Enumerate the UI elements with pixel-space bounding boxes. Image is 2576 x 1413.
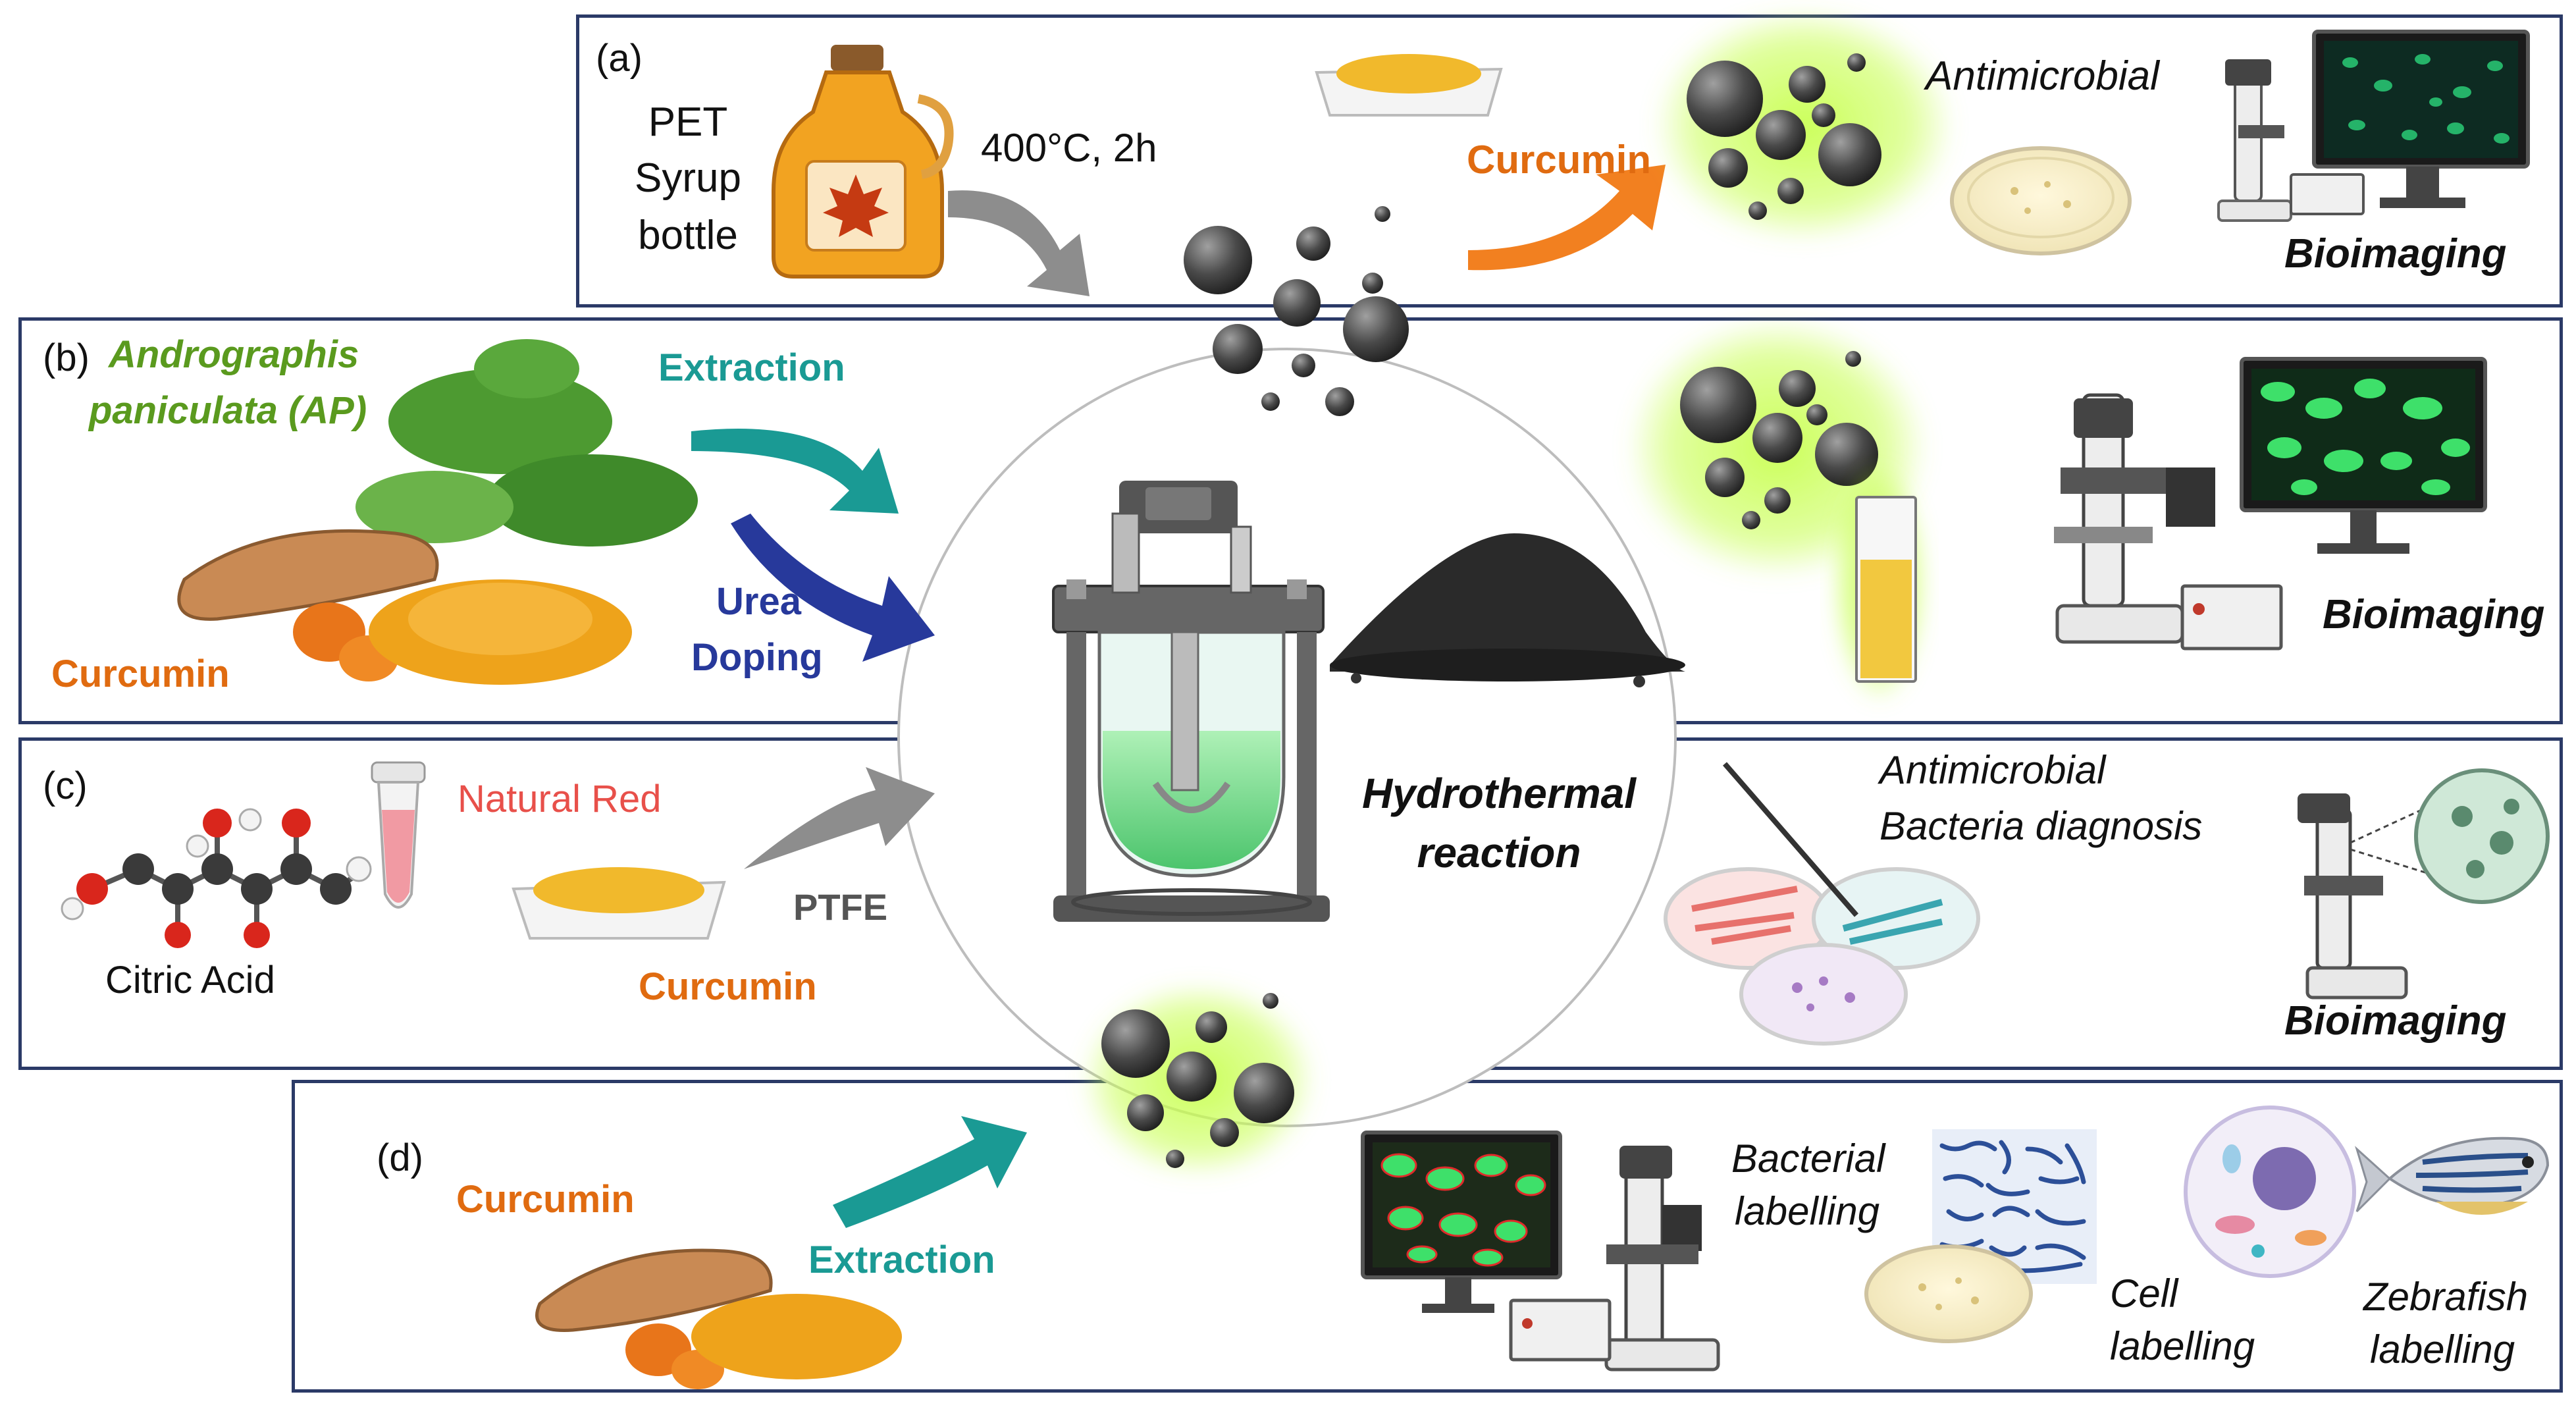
microscope-icon-d [1509,1146,1720,1372]
hydrothermal-label-line2: reaction [1417,829,1581,876]
citric-acid-molecule-icon [61,808,372,948]
microscope-icon-b [2054,393,2283,651]
petri-dish-icon-a [1950,146,2132,255]
hydrothermal-reactor-icon [1052,481,1330,922]
urea-label: Urea [716,580,801,623]
turmeric-root-icon-d [535,1248,902,1389]
bioimaging-label-c: Bioimaging [2284,998,2507,1044]
natural-red-label: Natural Red [458,778,662,820]
pet-label-line2: Syrup [635,155,741,201]
orange-arrow-a [1468,165,1666,271]
bacteria-image-icon [1932,1129,2097,1284]
natural-red-tube-icon [371,761,426,909]
bioimaging-label-b: Bioimaging [2323,592,2545,637]
extraction-label-b: Extraction [658,346,845,389]
monitor-icon-a [2312,30,2530,208]
bacteria-diagnosis-label: Bacteria diagnosis [1879,804,2203,848]
zebrafish-icon [2355,1136,2550,1215]
hydrothermal-label-line1: Hydrothermal [1361,770,1637,817]
cuvette-icon [1830,461,1929,705]
doping-label: Doping [691,636,823,679]
glowing-dots-a [1652,7,1955,244]
syrup-bottle-icon [772,45,954,279]
bioimaging-label-a: Bioimaging [2284,231,2507,277]
extraction-label-d: Extraction [808,1239,995,1281]
plant-label-line1: Andrographis [109,333,359,376]
zebrafish-labelling-line1: Zebrafish [2363,1275,2529,1319]
andrographis-plant-icon [355,339,698,547]
ptfe-label: PTFE [793,886,888,928]
cell-labelling-line1: Cell [2110,1271,2178,1316]
bacterial-labelling-line2: labelling [1735,1189,1880,1233]
temperature-label: 400°C, 2h [981,126,1157,170]
grey-arrow-c [744,767,935,869]
curcumin-label-d: Curcumin [456,1178,635,1221]
panel-a-tag: (a) [596,37,643,80]
glowing-dots-d [1080,981,1317,1179]
panel-c-tag: (c) [43,764,88,807]
curcumin-label-a: Curcumin [1467,138,1652,182]
teal-arrow-d [833,1116,1027,1228]
zebrafish-labelling-line2: labelling [2370,1327,2515,1372]
microscope-icon-a [2217,59,2365,222]
antimicrobial-label-c: Antimicrobial [1879,748,2106,792]
panel-d-tag: (d) [377,1136,423,1179]
carbon-dots-top [1184,206,1409,416]
petri-dishes-icon-c [1664,762,1980,1046]
cell-icon [2184,1106,2356,1278]
grey-arrow-a [948,190,1090,296]
pet-label-line3: bottle [638,213,738,258]
pet-label-line1: PET [648,99,728,145]
petri-dish-icon-d [1864,1244,2033,1343]
cell-labelling-line2: labelling [2110,1324,2255,1368]
monitor-icon-b [2240,357,2487,554]
teal-arrow-b [691,429,899,514]
bacterial-labelling-line1: Bacterial [1731,1136,1885,1181]
navy-arrow-b [731,514,935,662]
microscope-icon-c [2298,768,2550,1000]
turmeric-root-icon-b [177,529,632,685]
antimicrobial-label-a: Antimicrobial [1926,53,2159,99]
reaction-circle [897,348,1677,1127]
monitor-icon-d [1361,1131,1562,1313]
carbon-powder-pile-icon [1330,533,1685,687]
panel-b-tag: (b) [43,336,90,379]
curcumin-tray-icon [1315,54,1503,117]
curcumin-label-b: Curcumin [51,653,230,695]
citric-acid-label: Citric Acid [105,959,275,1001]
curcumin-label-c: Curcumin [639,965,817,1008]
plant-label-line2: paniculata (AP) [89,389,367,432]
curcumin-tray-icon-c [512,867,726,940]
